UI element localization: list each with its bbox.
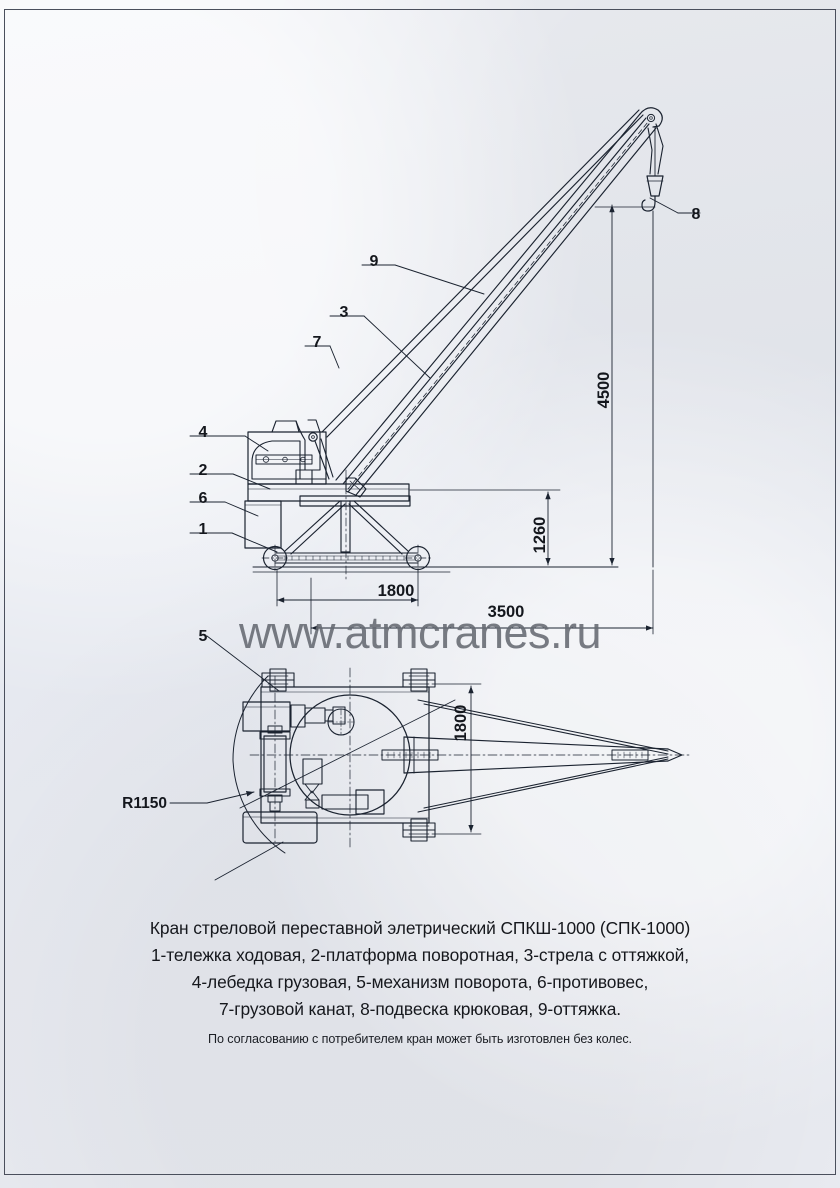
dimension-r1150 — [169, 675, 286, 854]
dim-label-r1150: R1150 — [122, 795, 167, 812]
plan-slew-ring — [289, 694, 411, 816]
plan-centrelines — [249, 667, 691, 851]
plan-wheel-bottom-right — [402, 818, 436, 842]
dimension-4500 — [594, 204, 656, 566]
caption-footnote: По согласованию с потребителем кран може… — [208, 1032, 632, 1046]
plan-wheel-top-right — [402, 668, 436, 692]
callout-7: 7 — [313, 334, 322, 351]
plan-chassis-frame — [260, 686, 430, 824]
dimension-3500 — [310, 569, 654, 635]
trolley-wheel-right — [404, 544, 432, 572]
trolley-bottom-beam — [274, 552, 419, 564]
plan-boom — [403, 736, 683, 774]
main-boom — [335, 107, 664, 496]
plan-wheel-top-left — [261, 668, 295, 692]
callout-3: 3 — [340, 304, 349, 321]
callout-2: 2 — [199, 462, 208, 479]
trolley-wheel-left — [261, 544, 289, 572]
dim-label-3500: 3500 — [488, 603, 525, 621]
dimension-1800-elev — [276, 569, 419, 607]
callout-9: 9 — [370, 253, 379, 270]
hook-block — [641, 175, 664, 212]
callout-8: 8 — [692, 206, 701, 223]
boom-heel-pivot — [308, 432, 334, 480]
callout-5: 5 — [199, 628, 208, 645]
guy-rope-pendant — [321, 109, 644, 438]
dim-label-1260: 1260 — [531, 517, 549, 554]
plan-extra-leader — [214, 841, 284, 881]
drawing-title: Кран стреловой переставной элетрический … — [149, 918, 691, 938]
dimension-1800-plan — [431, 683, 482, 835]
dim-label-1800-elev: 1800 — [378, 582, 415, 600]
ground-line — [252, 566, 619, 573]
caption-block: Кран стреловой переставной элетрический … — [0, 915, 840, 1046]
winch-house — [247, 419, 327, 485]
hoist-rope — [652, 126, 656, 568]
boom-foot-bracket — [345, 477, 367, 498]
legend-line-1: 1-тележка ходовая, 2-платформа поворотна… — [150, 945, 690, 965]
rotating-platform — [247, 483, 411, 507]
dim-label-4500: 4500 — [595, 372, 613, 409]
callout-leaders-elevation — [189, 197, 701, 553]
callout-1: 1 — [199, 521, 208, 538]
dim-label-1800-plan: 1800 — [452, 705, 470, 742]
plan-winch-assembly — [242, 701, 346, 732]
plan-toothed-rail — [381, 749, 439, 761]
plan-guy-lines — [417, 699, 669, 813]
trolley-a-frame — [284, 500, 409, 555]
counterweight-box — [244, 500, 282, 549]
legend-line-2: 4-лебедка грузовая, 5-механизм поворота,… — [191, 972, 649, 992]
plan-drum-shaft — [259, 725, 291, 812]
callout-leader-5 — [206, 635, 280, 692]
plan-lower-mechanism — [242, 789, 385, 844]
plan-section-line — [239, 699, 456, 809]
legend-line-3: 7-грузовой канат, 8-подвеска крюковая, 9… — [218, 999, 622, 1019]
callout-4: 4 — [199, 424, 208, 441]
plan-slew-gearbox — [302, 758, 323, 809]
dimension-1260 — [409, 489, 561, 566]
callout-6: 6 — [199, 490, 208, 507]
plan-slew-pinion — [327, 708, 355, 736]
